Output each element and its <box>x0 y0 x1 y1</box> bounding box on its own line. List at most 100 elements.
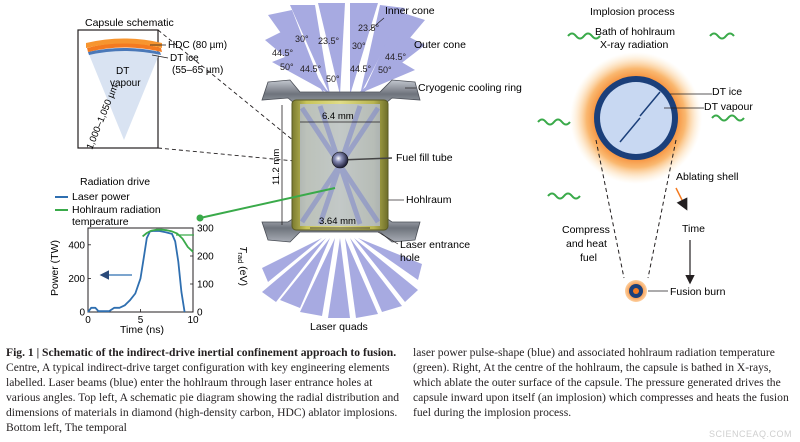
dt-ice-leader <box>151 54 169 59</box>
hdc-layer-outer <box>86 38 162 48</box>
capsule-zoom-line-2 <box>157 147 306 163</box>
caption-left: Fig. 1 | Schematic of the indirect-drive… <box>6 345 406 435</box>
angle-a2: 30° <box>295 34 309 44</box>
bath-label-2: X-ray radiation <box>600 39 668 51</box>
y-tick-label: 0 <box>79 308 85 319</box>
dim-width-bottom: 3.64 mm <box>319 216 356 227</box>
y-tick-label: 200 <box>68 274 85 285</box>
dt-vapour-wedge <box>88 48 160 140</box>
angle-a7: 50° <box>280 62 294 72</box>
series-layer <box>87 228 194 313</box>
y-left-axis-label: Power (TW) <box>49 240 61 296</box>
laser-quads-label: Laser quads <box>310 321 368 333</box>
implosion-title: Implosion process <box>590 6 675 18</box>
ablating-arrow <box>675 187 688 211</box>
dt-vapour-label-1: DT <box>116 66 129 77</box>
caption-title: Fig. 1 | Schematic of the indirect-drive… <box>6 346 397 359</box>
caption-left-text: Centre, A typical indirect-drive target … <box>6 361 400 434</box>
compress-line-left <box>595 139 625 279</box>
x-tick-label: 5 <box>138 315 144 326</box>
y-right-subscript: rad <box>236 252 245 263</box>
angle-a10: 50° <box>378 65 392 75</box>
upper-laser-beams <box>265 3 425 95</box>
angle-a5: 44.5° <box>272 48 294 58</box>
y2-tick-label: 0 <box>197 308 203 319</box>
caption-right-text: laser power pulse-shape (blue) and assoc… <box>413 346 789 419</box>
radiation-connector <box>199 187 336 219</box>
angle-a8: 44.5° <box>300 64 322 74</box>
y2-tick-label: 300 <box>197 224 214 235</box>
implosion-process: Implosion process Bath of hohlraum X-ray… <box>537 6 753 302</box>
dt-ice-label: DT ice <box>170 53 199 64</box>
caption-right: laser power pulse-shape (blue) and assoc… <box>413 345 798 420</box>
watermark: SCIENCEAQ.COM <box>708 429 792 439</box>
inner-cone-leader <box>369 17 385 31</box>
fusion-burn-centre <box>633 288 639 294</box>
compress-label-2: and heat <box>566 238 607 250</box>
angle-a11: 50° <box>326 74 340 84</box>
dim-width-top: 6.4 mm <box>322 111 354 122</box>
y-right-unit: (eV) <box>237 263 249 286</box>
x-tick-label: 10 <box>187 315 199 326</box>
chart-title: Radiation drive <box>80 176 150 188</box>
lower-laser-beams <box>262 238 422 318</box>
fuel-fill-tube <box>339 157 393 161</box>
y2-tick-label: 100 <box>197 280 214 291</box>
legend-temp-label-2: temperature <box>72 216 129 228</box>
angle-a9: 44.5° <box>350 64 372 74</box>
plot-frame <box>87 227 194 313</box>
series-line-radiation-temperature <box>142 228 194 253</box>
laser-entrance-label-2: hole <box>400 252 420 264</box>
hohlraum-label: Hohlraum <box>406 194 452 206</box>
dt-vapour-label: DT vapour <box>704 101 753 113</box>
outer-cone-label: Outer cone <box>414 39 466 51</box>
capsule-schematic: Capsule schematic DT vapour HDC (80 µm) … <box>77 17 306 163</box>
dt-ice-label: DT ice <box>712 86 742 98</box>
dt-vapour-core <box>600 82 672 154</box>
x-ticks: 0 5 10 <box>85 309 199 326</box>
y-right-symbol: T <box>237 246 249 254</box>
x-tick-label: 0 <box>85 315 91 326</box>
implosion-arrow <box>639 91 661 117</box>
target-configuration: 6.4 mm 11.2 mm 3.64 mm 23.5° 30° 23.5° 3… <box>196 3 522 333</box>
compress-line-right <box>647 139 677 279</box>
y-right-axis-label: Trad (eV) <box>236 246 249 286</box>
dt-ice-thickness: (55–65 µm) <box>172 65 223 76</box>
hdc-layer <box>87 43 162 52</box>
bath-label-1: Bath of hohlraum <box>595 26 675 38</box>
y-ticks-right: 0 100 200 300 <box>190 224 214 319</box>
radiation-connector-dot <box>196 214 204 222</box>
ablating-shell-label: Ablating shell <box>676 171 738 183</box>
dim-height: 11.2 mm <box>271 149 282 185</box>
angle-a3: 23.5° <box>318 36 340 46</box>
fusion-burn-label: Fusion burn <box>670 286 726 298</box>
radiation-drive-chart: Radiation drive Laser power Hohlraum rad… <box>49 176 249 336</box>
implosion-arrow-2 <box>619 117 641 143</box>
y-ticks-left: 0 200 400 <box>68 240 91 319</box>
cryo-ring-label: Cryogenic cooling ring <box>418 82 522 94</box>
figure-canvas: Capsule schematic DT vapour HDC (80 µm) … <box>49 3 753 336</box>
hdc-label: HDC (80 µm) <box>168 40 227 51</box>
angle-a4: 30° <box>352 41 366 51</box>
inner-cone-label: Inner cone <box>385 5 435 17</box>
x-axis-label: Time (ns) <box>120 324 164 336</box>
capsule-schematic-title: Capsule schematic <box>85 17 174 29</box>
y2-tick-label: 200 <box>197 252 214 263</box>
target-capsule <box>331 151 349 169</box>
compress-label-1: Compress <box>562 224 610 236</box>
y-tick-label: 400 <box>68 240 85 251</box>
fuel-fill-tube-label: Fuel fill tube <box>396 152 453 164</box>
legend-laser-label: Laser power <box>72 191 130 203</box>
compress-label-3: fuel <box>580 252 597 264</box>
time-label: Time <box>682 223 705 235</box>
dt-vapour-label-2: vapour <box>110 78 141 89</box>
angle-a1: 23.5° <box>358 23 380 33</box>
laser-entrance-label-1: Laser entrance <box>400 239 470 251</box>
angle-a6: 44.5° <box>385 52 407 62</box>
xray-waves <box>537 32 745 200</box>
series-line-laser-power <box>87 230 186 313</box>
legend-temp-label-1: Hohlraum radiation <box>72 204 161 216</box>
capsule-zoom-line-1 <box>157 29 306 151</box>
dt-ice-layer <box>88 48 161 55</box>
laser-entrance-leader <box>377 231 399 245</box>
